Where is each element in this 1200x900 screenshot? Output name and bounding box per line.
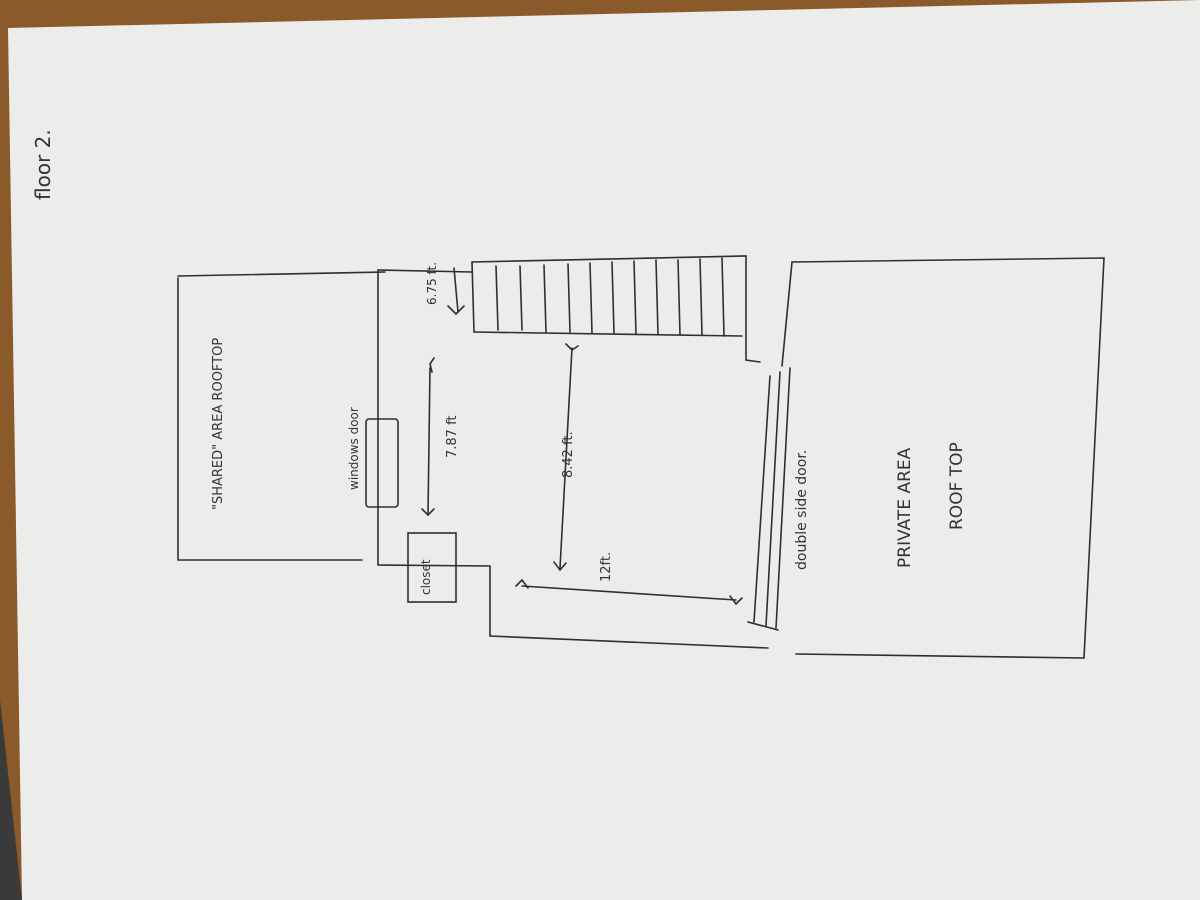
private-area-label: PRIVATE AREA	[895, 447, 915, 568]
windows-door-label: windows door	[347, 407, 361, 490]
room-top-wall	[377, 269, 473, 273]
double-door-line-1	[753, 375, 771, 623]
roof-top-label: ROOF TOP	[947, 442, 967, 530]
dim-675-label: 6.75 ft.	[425, 262, 439, 305]
windows-door-shape	[365, 418, 399, 508]
private-area-outline	[791, 257, 1105, 659]
closet-label: closet	[419, 559, 433, 595]
dim-842-label: 8.42 ft.	[561, 431, 576, 478]
double-side-door-label: double side door.	[794, 450, 810, 570]
stairs-outline	[471, 255, 761, 363]
shared-area-label: "SHARED" AREA ROOFTOP	[211, 338, 226, 510]
dim-787-label: 7.87 ft	[445, 415, 460, 458]
page-title: floor 2.	[31, 129, 55, 200]
shared-area-outline	[177, 277, 363, 561]
paper-sheet	[8, 0, 1200, 900]
double-door-line-2	[765, 371, 781, 627]
dark-corner	[0, 700, 22, 900]
closet-shape	[407, 532, 457, 603]
dim-12-label: 12ft.	[599, 552, 614, 582]
plan-lines	[177, 255, 1105, 659]
